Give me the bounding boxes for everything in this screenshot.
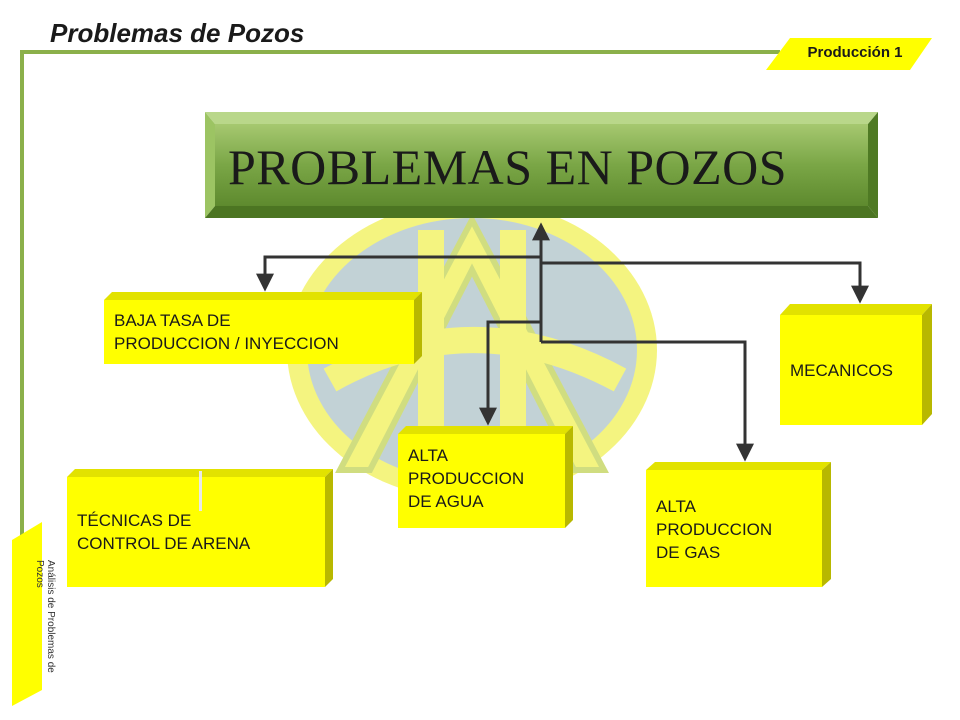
connector-alta-agua bbox=[479, 320, 541, 426]
box-alta-gas-shape bbox=[646, 462, 831, 587]
box-baja-tasa-line-1: BAJA TASA DE bbox=[114, 311, 231, 330]
box-tecnicas-arena-shape bbox=[67, 469, 333, 587]
box-tecnicas-arena: TÉCNICAS DE CONTROL DE ARENA bbox=[77, 509, 250, 555]
connectors bbox=[256, 222, 869, 462]
tag-banner bbox=[766, 38, 932, 70]
box-mecanicos-line-1: MECANICOS bbox=[790, 361, 893, 380]
side-label-text: Análisis de Problemas de Pozos bbox=[34, 560, 56, 673]
connector-baja-tasa bbox=[256, 255, 541, 292]
box-baja-tasa-line-2: PRODUCCION / INYECCION bbox=[114, 334, 339, 353]
section-tag: Producción 1 bbox=[807, 44, 903, 61]
box-alta-agua-shape bbox=[398, 426, 573, 528]
arena-tick-mark bbox=[199, 471, 202, 511]
box-alta-agua-line-3: DE AGUA bbox=[408, 492, 484, 511]
connector-alta-gas bbox=[541, 340, 754, 462]
watermark-logo bbox=[287, 200, 657, 500]
box-tecnicas-arena-line-2: CONTROL DE ARENA bbox=[77, 534, 251, 553]
box-alta-agua-line-2: PRODUCCION bbox=[408, 469, 525, 488]
box-alta-gas-line-1: ALTA bbox=[656, 497, 696, 516]
box-mecanicos: MECANICOS bbox=[790, 359, 893, 382]
frame bbox=[20, 50, 780, 540]
side-label: Análisis de Problemas de Pozos bbox=[8, 560, 56, 690]
box-baja-tasa-shape bbox=[104, 292, 422, 364]
title-box-shape bbox=[205, 112, 878, 218]
box-mecanicos-shape bbox=[780, 304, 932, 425]
connector-mecanicos bbox=[541, 261, 869, 304]
box-alta-gas: ALTA PRODUCCION DE GAS bbox=[656, 495, 772, 564]
box-alta-gas-line-2: PRODUCCION bbox=[656, 520, 773, 539]
side-banner bbox=[12, 522, 42, 706]
box-tecnicas-arena-line-1: TÉCNICAS DE bbox=[77, 511, 192, 530]
box-alta-agua-line-1: ALTA bbox=[408, 446, 448, 465]
box-baja-tasa: BAJA TASA DE PRODUCCION / INYECCION bbox=[114, 309, 339, 355]
diagram-main-title: PROBLEMAS EN POZOS bbox=[228, 139, 788, 195]
box-alta-agua: ALTA PRODUCCION DE AGUA bbox=[408, 444, 524, 513]
box-alta-gas-line-3: DE GAS bbox=[656, 543, 721, 562]
page-title: Problemas de Pozos bbox=[50, 18, 305, 48]
